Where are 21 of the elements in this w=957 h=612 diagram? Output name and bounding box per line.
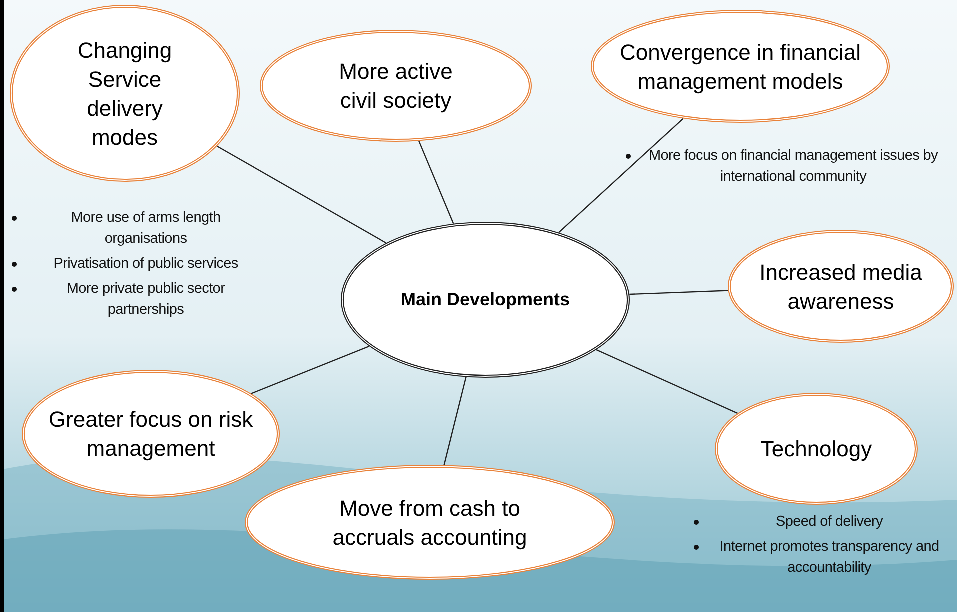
connector-line [558, 118, 684, 234]
bullet-text: Internet promotes transparency and accountability [718, 538, 940, 578]
node-label: Greater focus on risk management [48, 406, 254, 463]
connector-line [596, 349, 738, 414]
node-label: Convergence in financial management models [619, 38, 862, 96]
node-label: Technology [760, 436, 874, 464]
node-label: Changing Service delivery modes [76, 36, 174, 152]
node-label: More active civil society [338, 58, 454, 115]
bullet-text: More focus on financial management issues by international community [648, 147, 940, 187]
connector-line [418, 140, 454, 224]
node-label: Increased media awareness [758, 258, 924, 316]
connector-line [444, 377, 467, 466]
bullet-text: More private public sector partnerships [66, 280, 226, 320]
connector-line [216, 146, 387, 244]
bullet-text: More use of arms length organisations [70, 209, 222, 249]
connector-line [630, 290, 728, 296]
bullet-text: Speed of delivery [775, 513, 884, 532]
connector-line [251, 346, 370, 394]
node-label: Move from cash to accruals accounting [332, 494, 528, 552]
node-label: Main Developments [400, 288, 570, 312]
bullet-text: Privatisation of public services [52, 255, 240, 274]
